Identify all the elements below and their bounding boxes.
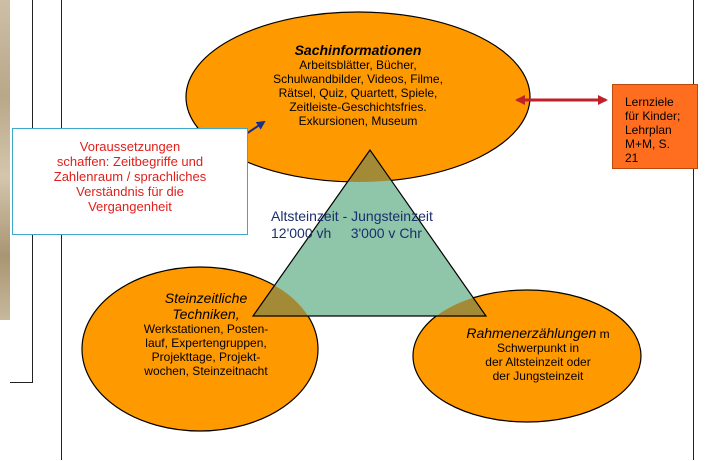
sachinformationen-line: Zeitleiste-Geschichtsfries. [289,100,427,114]
techniken-line: Werkstationen, Posten- [143,322,269,336]
lernziele-line: Lehrplan [625,123,672,137]
lernziele-line: M+M, S. [625,137,671,151]
voraussetzungen-line: Verständnis für die [76,184,184,199]
sachinformationen-line: Schulwandbilder, Videos, Filme, [273,72,443,86]
rahmenerzaehlungen-line: der Jungsteinzeit [492,369,584,383]
techniken-title-line: Steinzeitliche [164,290,248,306]
voraussetzungen-line: Vergangenheit [88,199,172,214]
voraussetzungen-line: schaffen: Zeitbegriffe und [56,154,204,169]
rahmenerzaehlungen-title: Rahmenerzählungen [466,325,597,341]
rahmenerzaehlungen-line: der Altsteinzeit oder [485,355,591,369]
ellipse-rahmenerzaehlungen [412,289,642,423]
lernziele-line: Lernziele [625,95,674,109]
sachinformationen-line: Arbeitsblätter, Bücher, [299,58,417,72]
rahmenerzaehlungen-text: Rahmenerzählungen m Schwerpunkt in der A… [454,325,622,383]
lernziele-box: Lernziele für Kinder; Lehrplan M+M, S. 2… [612,84,698,169]
sachinformationen-line: Rätsel, Quiz, Quartett, Spiele, [278,86,438,100]
center-triangle [253,150,486,316]
sachinformationen-title: Sachinformationen [294,42,422,58]
sachinformationen-line: Exkursionen, Museum [298,114,418,128]
timeline-periods: Altsteinzeit - Jungsteinzeit [271,208,433,224]
techniken-text: Steinzeitliche Techniken, Werkstationen,… [116,290,296,378]
techniken-line: wochen, Steinzeitnacht [144,364,268,378]
voraussetzungen-line: Voraussetzungen [79,139,181,154]
voraussetzungen-box: Voraussetzungen schaffen: Zeitbegriffe u… [12,128,248,235]
sachinformationen-text: Sachinformationen Arbeitsblätter, Bücher… [250,42,466,128]
voraussetzungen-line: Zahlenraum / sprachliches [53,169,207,184]
rahmenerzaehlungen-line: Schwerpunkt in [496,341,580,355]
techniken-line: lauf, Expertengruppen, [145,336,267,350]
triangle-outline [251,148,488,317]
timeline-text: Altsteinzeit - Jungsteinzeit 12'000 vh 3… [271,208,521,242]
lernziele-line: 21 [625,151,639,165]
techniken-title-line: Techniken, [172,306,240,322]
rahmenerzaehlungen-title-suffix: m [596,327,610,341]
lernziele-line: für Kinder; [625,109,681,123]
timeline-dates: 12'000 vh 3'000 v Chr [271,225,422,241]
techniken-line: Projekttage, Projekt- [151,350,261,364]
